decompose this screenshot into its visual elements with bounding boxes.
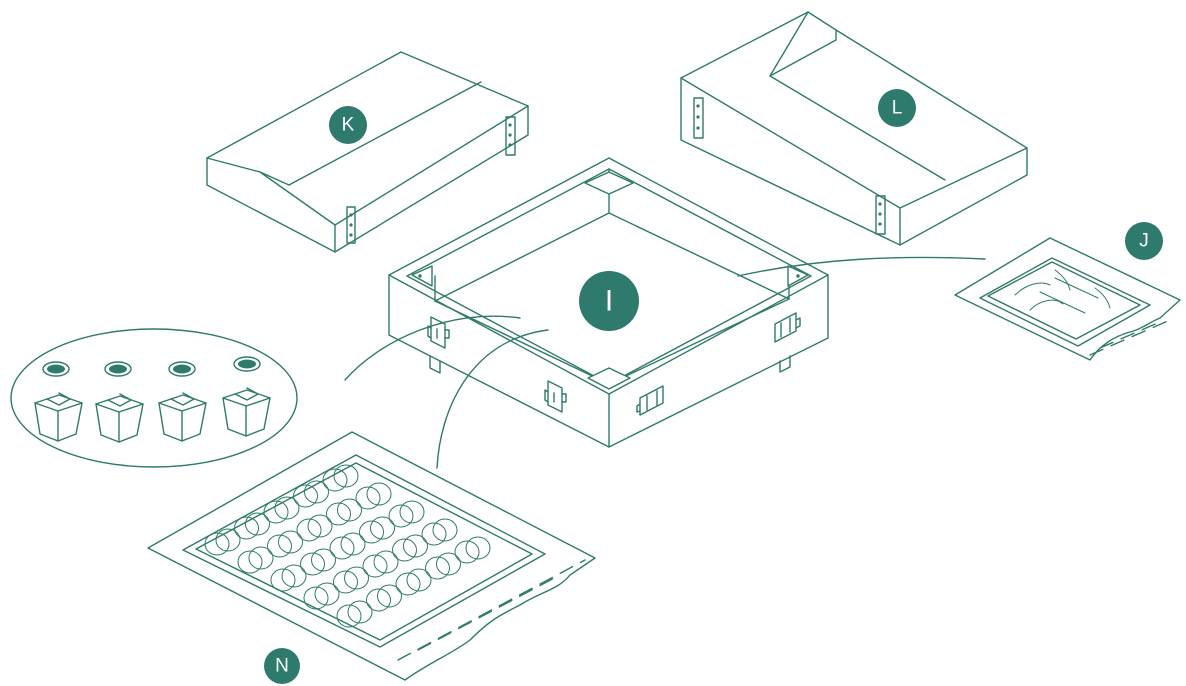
grow-pot: [95, 393, 144, 443]
tray-cell-ring: [336, 604, 362, 628]
hinge-bracket: [346, 206, 356, 244]
latch-clip: [636, 385, 664, 416]
latch-clip: [544, 380, 567, 413]
grow-disc: [104, 361, 132, 377]
tray-cell-ring: [215, 528, 241, 552]
hinge-bracket: [693, 97, 704, 139]
tray-cell-ring: [399, 500, 425, 524]
svg-text:K: K: [342, 115, 355, 136]
svg-text:L: L: [892, 98, 903, 119]
tray-cell-ring: [421, 522, 447, 546]
tray-cell-ring: [340, 532, 366, 556]
tray-cell-ring: [300, 552, 325, 576]
tray-cell-ring: [234, 516, 259, 540]
tray-cell-ring: [245, 512, 270, 536]
pots-callout: [10, 328, 298, 468]
badge-j: J: [1125, 222, 1163, 260]
tray-cell-ring: [425, 556, 450, 580]
tray-cell-ring: [333, 464, 359, 488]
part-l-panel: [680, 11, 1028, 246]
tray-cells: [204, 464, 491, 628]
tray-cell-ring: [454, 540, 480, 564]
grow-pot: [222, 387, 271, 437]
part-n-tray: [147, 431, 596, 681]
hinge-bracket: [875, 195, 886, 235]
leader-lines: [344, 256, 986, 469]
hinge-bracket: [505, 116, 516, 156]
part-k-panel: [206, 51, 529, 253]
tray-cell-ring: [355, 486, 381, 510]
badge-i: I: [579, 271, 639, 331]
tray-cell-ring: [362, 554, 388, 578]
tray-cell-ring: [204, 532, 230, 556]
tray-cell-ring: [436, 552, 461, 576]
svg-text:N: N: [275, 656, 289, 677]
grow-pot: [34, 392, 83, 442]
tray-cell-ring: [303, 586, 329, 610]
tray-cell-ring: [366, 482, 392, 506]
tray-cell-ring: [432, 518, 458, 542]
tray-cell-ring: [377, 584, 402, 608]
tray-cell-ring: [311, 548, 336, 572]
tray-cell-ring: [248, 546, 274, 570]
tray-cell-ring: [322, 468, 348, 492]
tray-cell-ring: [359, 520, 384, 544]
tray-cell-ring: [237, 550, 263, 574]
tray-cell-ring: [270, 568, 296, 592]
grow-disc: [233, 356, 261, 372]
tray-cell-ring: [465, 536, 491, 560]
part-i-frame: [388, 157, 829, 448]
tray-cell-ring: [326, 502, 351, 526]
badge-l: L: [878, 89, 916, 127]
grow-pot: [158, 392, 207, 442]
tray-cell-ring: [392, 538, 417, 562]
tray-cell-ring: [274, 496, 300, 520]
svg-text:I: I: [605, 285, 613, 318]
tray-cell-ring: [329, 536, 355, 560]
tray-cell-ring: [267, 534, 292, 558]
grow-disc: [168, 361, 196, 377]
tray-cell-ring: [366, 588, 391, 612]
tray-cell-ring: [344, 566, 369, 590]
tray-cell-ring: [388, 504, 414, 528]
part-j-tray: [954, 237, 1181, 361]
tray-cell-ring: [293, 484, 318, 508]
tray-cell-ring: [370, 516, 395, 540]
tray-cell-ring: [347, 600, 373, 624]
badge-k: K: [329, 106, 367, 144]
tray-cell-ring: [373, 550, 399, 574]
tray-cell-ring: [281, 564, 307, 588]
badge-n: N: [264, 648, 300, 684]
tray-cell-ring: [333, 570, 358, 594]
tray-cell-ring: [395, 572, 421, 596]
tray-cell-ring: [307, 514, 333, 538]
grow-disc: [42, 361, 70, 377]
tray-cell-ring: [278, 530, 303, 554]
tray-cell-ring: [296, 518, 322, 542]
tray-cell-ring: [406, 568, 432, 592]
tray-cell-ring: [314, 582, 340, 606]
tray-cell-ring: [337, 498, 362, 522]
svg-text:J: J: [1139, 231, 1149, 252]
tray-cell-ring: [263, 500, 289, 524]
tray-cell-ring: [403, 534, 428, 558]
latch-clip: [774, 312, 801, 343]
tray-cell-ring: [304, 480, 329, 504]
